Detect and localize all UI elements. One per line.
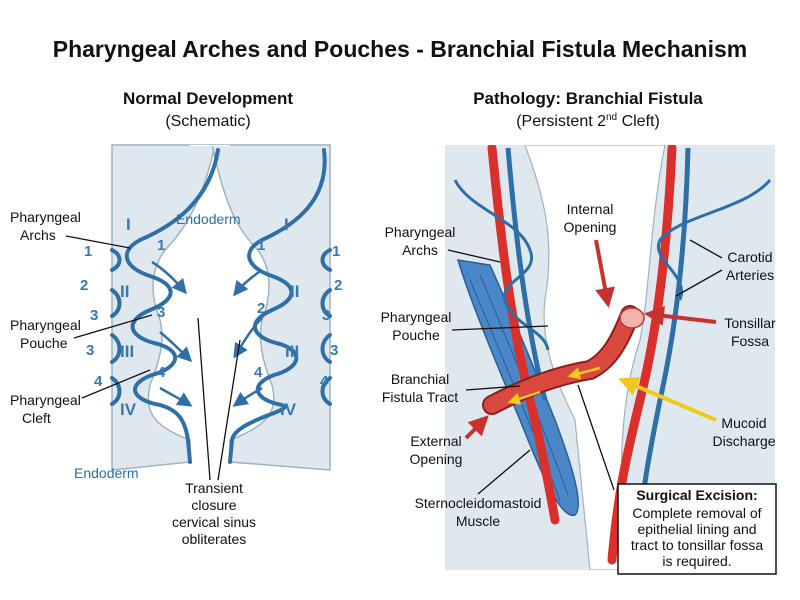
outer-num-1-left: 1	[84, 243, 92, 260]
arch-roman-2-left: II	[120, 282, 129, 301]
right-label-fistula-1: Branchial	[391, 371, 449, 387]
outer-num-3a-right: 3	[322, 307, 330, 324]
right-label-pouche-2: Pouche	[392, 327, 440, 343]
callout-line-3: tract to tonsillar fossa	[631, 537, 763, 553]
left-tissue-left	[111, 144, 216, 471]
arch-roman-1-right: I	[284, 215, 289, 234]
callout-line-1: Complete removal of	[632, 505, 761, 521]
right-label-tonsillar-2: Fossa	[731, 333, 769, 349]
arch-roman-2-right: II	[290, 282, 299, 301]
outer-num-4-left: 4	[94, 373, 103, 390]
left-schematic: I II III IV I II III IV 1 3 4 1 2 4 1 2 …	[80, 144, 342, 471]
right-label-scm-1: Sternocleidomastoid	[415, 495, 542, 511]
outer-num-3b-left: 3	[86, 342, 94, 359]
left-label-pouche-1: Pharyngeal	[10, 317, 81, 333]
callout-line-2: epithelial lining and	[637, 521, 756, 537]
endoderm-line-right	[228, 148, 327, 464]
outer-num-4-right: 4	[320, 373, 329, 390]
pouch-arrow-2-right	[233, 317, 263, 359]
endoderm-label-top: Endoderm	[176, 211, 241, 227]
right-heading: Pathology: Branchial Fistula	[473, 89, 703, 108]
pouch-num-1-left: 1	[157, 237, 165, 254]
callout-line-4: is required.	[662, 553, 731, 569]
right-label-external-2: Opening	[410, 451, 463, 467]
right-label-fistula-2: Fistula Tract	[382, 389, 458, 405]
left-label-archs-1: Pharyngeal	[10, 209, 81, 225]
right-label-pouche-1: Pharyngeal	[381, 309, 452, 325]
external-opening-arrow	[464, 415, 489, 440]
arch-roman-4-right: IV	[280, 400, 297, 419]
transient-line-4: obliterates	[182, 531, 247, 547]
pouch-arrow-1-right	[233, 268, 263, 297]
left-tissue-right	[211, 144, 331, 471]
right-label-scm-2: Muscle	[456, 513, 501, 529]
right-label-carotid-2: Arteries	[726, 267, 774, 283]
pouch-num-2-right: 2	[257, 300, 265, 317]
arch-roman-4-left: IV	[120, 400, 137, 419]
left-label-cleft-1: Pharyngeal	[10, 392, 81, 408]
transient-line-1: Transient	[185, 480, 243, 496]
pouch-arrow-3-left	[159, 331, 193, 363]
left-label-archs-2: Archs	[20, 227, 56, 243]
left-label-pouche-2: Pouche	[20, 335, 68, 351]
endoderm-line-left	[124, 148, 220, 464]
pouch-arrow-4-right	[232, 386, 263, 407]
right-label-mucoid-1: Mucoid	[721, 415, 766, 431]
right-label-internal-2: Opening	[564, 219, 617, 235]
pouch-num-4-right: 4	[254, 364, 263, 381]
tonsillar-fossa	[619, 307, 645, 329]
pouch-num-3-left: 3	[157, 304, 165, 321]
endoderm-label-bottom: Endoderm	[74, 465, 139, 481]
outer-num-3b-right: 3	[330, 342, 338, 359]
outer-num-2-right: 2	[334, 277, 342, 294]
left-subheading: (Schematic)	[165, 113, 250, 130]
arch-roman-1-left: I	[126, 215, 131, 234]
pouch-num-4-left: 4	[157, 364, 166, 381]
transient-line-2: closure	[191, 497, 236, 513]
pouch-num-1-right: 1	[257, 237, 265, 254]
surgical-callout: Surgical Excision: Complete removal of e…	[617, 483, 777, 575]
right-label-archs-2: Archs	[402, 242, 438, 258]
outer-num-2-left: 2	[80, 277, 88, 294]
right-subheading: (Persistent 2nd Cleft)	[516, 112, 660, 130]
pouch-arrow-4-left	[159, 386, 193, 407]
left-heading: Normal Development	[123, 89, 293, 108]
pouch-arrow-1-left	[151, 260, 187, 295]
mucoid-arrow	[618, 377, 717, 422]
left-label-cleft-2: Cleft	[22, 410, 51, 426]
internal-opening-arrow	[594, 239, 615, 308]
tonsillar-arrow	[644, 305, 717, 326]
outer-num-3a-left: 3	[90, 307, 98, 324]
arch-roman-3-right: III	[285, 342, 299, 361]
callout-title: Surgical Excision:	[636, 487, 757, 503]
right-label-internal-1: Internal	[567, 201, 614, 217]
outer-num-1-right: 1	[332, 243, 340, 260]
right-label-tonsillar-1: Tonsillar	[724, 315, 776, 331]
right-label-mucoid-2: Discharge	[712, 433, 775, 449]
right-label-external-1: External	[410, 433, 461, 449]
right-label-carotid-1: Carotid	[727, 249, 772, 265]
arch-roman-3-left: III	[120, 342, 134, 361]
transient-line-3: cervical sinus	[172, 514, 256, 530]
main-title: Pharyngeal Arches and Pouches - Branchia…	[53, 36, 747, 62]
right-label-archs-1: Pharyngeal	[385, 224, 456, 240]
